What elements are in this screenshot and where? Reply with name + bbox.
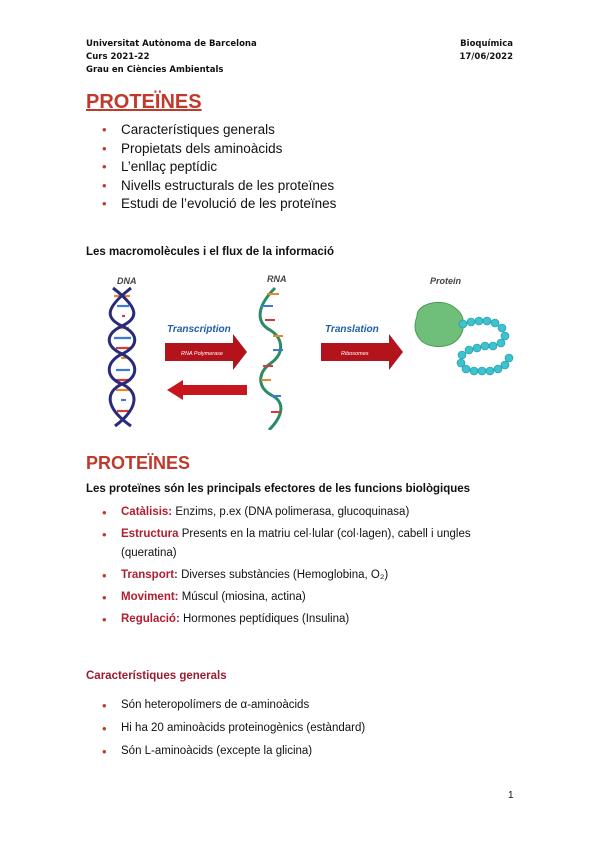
general-characteristics-title: Característiques generals bbox=[86, 670, 227, 682]
section-title: PROTEÏNES bbox=[86, 453, 191, 473]
figure-section-title: Les macromolècules i el flux de la infor… bbox=[86, 246, 334, 258]
bullet-icon: • bbox=[102, 140, 107, 156]
toc-item: •Estudi de l’evolució de les proteïnes bbox=[102, 195, 336, 214]
subject-name: Bioquímica bbox=[460, 39, 513, 49]
bullet-icon: • bbox=[102, 590, 107, 605]
degree-name: Grau en Ciències Ambientals bbox=[86, 65, 224, 75]
bullet-icon: • bbox=[102, 612, 107, 627]
protein-label: Protein bbox=[430, 276, 462, 286]
bullet-icon: • bbox=[102, 527, 107, 542]
function-item: •Estructura Presents en la matriu cel·lu… bbox=[102, 527, 471, 559]
toc-item: •Nivells estructurals de les proteïnes bbox=[102, 177, 336, 196]
central-dogma-figure: DNA RNA Protein Transcription RNA Polyme… bbox=[107, 274, 514, 430]
list-item: •Hi ha 20 aminoàcids proteinogènics (est… bbox=[102, 717, 365, 740]
page-number: 1 bbox=[508, 790, 514, 801]
bullet-icon: • bbox=[102, 698, 107, 713]
page-header-right: Bioquímica 17/06/2022 bbox=[459, 38, 513, 64]
toc-item: •Característiques generals bbox=[102, 121, 336, 140]
rna-strand-icon bbox=[258, 286, 283, 430]
bullet-icon: • bbox=[102, 177, 107, 193]
bullet-icon: • bbox=[102, 122, 107, 137]
dna-helix-icon bbox=[107, 286, 137, 428]
bullet-icon: • bbox=[102, 721, 107, 736]
page-header-left: Universitat Autònoma de Barcelona Curs 2… bbox=[86, 38, 257, 77]
toc-list: •Característiques generals •Propietats d… bbox=[102, 121, 336, 214]
protein-chain-icon bbox=[414, 301, 514, 376]
page-title: PROTEÏNES bbox=[86, 91, 202, 113]
general-characteristics-list: •Són heteropolímers de α-aminoàcids •Hi … bbox=[102, 694, 365, 763]
university-name: Universitat Autònoma de Barcelona bbox=[86, 39, 257, 49]
function-item: •Regulació: Hormones peptídiques (Insuli… bbox=[102, 612, 350, 627]
section-subtitle: Les proteïnes són les principals efector… bbox=[86, 483, 471, 495]
list-item: •Són L-aminoàcids (excepte la glicina) bbox=[102, 740, 365, 763]
bullet-icon: • bbox=[102, 505, 107, 520]
reverse-arrow-icon bbox=[167, 380, 247, 400]
toc-item: •L’enllaç peptídic bbox=[102, 158, 336, 177]
course-year: Curs 2021-22 bbox=[86, 52, 150, 62]
bullet-icon: • bbox=[102, 568, 107, 583]
list-item: •Són heteropolímers de α-aminoàcids bbox=[102, 694, 365, 717]
function-item: •Transport: Diverses substàncies (Hemogl… bbox=[102, 568, 389, 583]
rna-label: RNA bbox=[267, 274, 287, 284]
ribosomes-label: Ribosomes bbox=[341, 351, 369, 357]
bullet-icon: • bbox=[102, 159, 107, 174]
translation-arrow-icon bbox=[321, 334, 403, 370]
toc-item: •Propietats dels aminoàcids bbox=[102, 140, 336, 159]
rna-polymerase-label: RNA Polymerase bbox=[181, 351, 223, 357]
translation-label: Translation bbox=[325, 324, 379, 335]
bullet-icon: • bbox=[102, 196, 107, 211]
document-date: 17/06/2022 bbox=[459, 52, 513, 62]
transcription-arrow-icon bbox=[165, 334, 247, 370]
bullet-icon: • bbox=[102, 744, 107, 759]
function-item: •Catàlisis: Enzims, p.ex (DNA polimerasa… bbox=[102, 505, 410, 520]
functions-list: •Catàlisis: Enzims, p.ex (DNA polimerasa… bbox=[102, 503, 514, 632]
transcription-label: Transcription bbox=[167, 324, 231, 335]
dna-label: DNA bbox=[117, 276, 137, 286]
function-item: •Moviment: Múscul (miosina, actina) bbox=[102, 590, 306, 605]
